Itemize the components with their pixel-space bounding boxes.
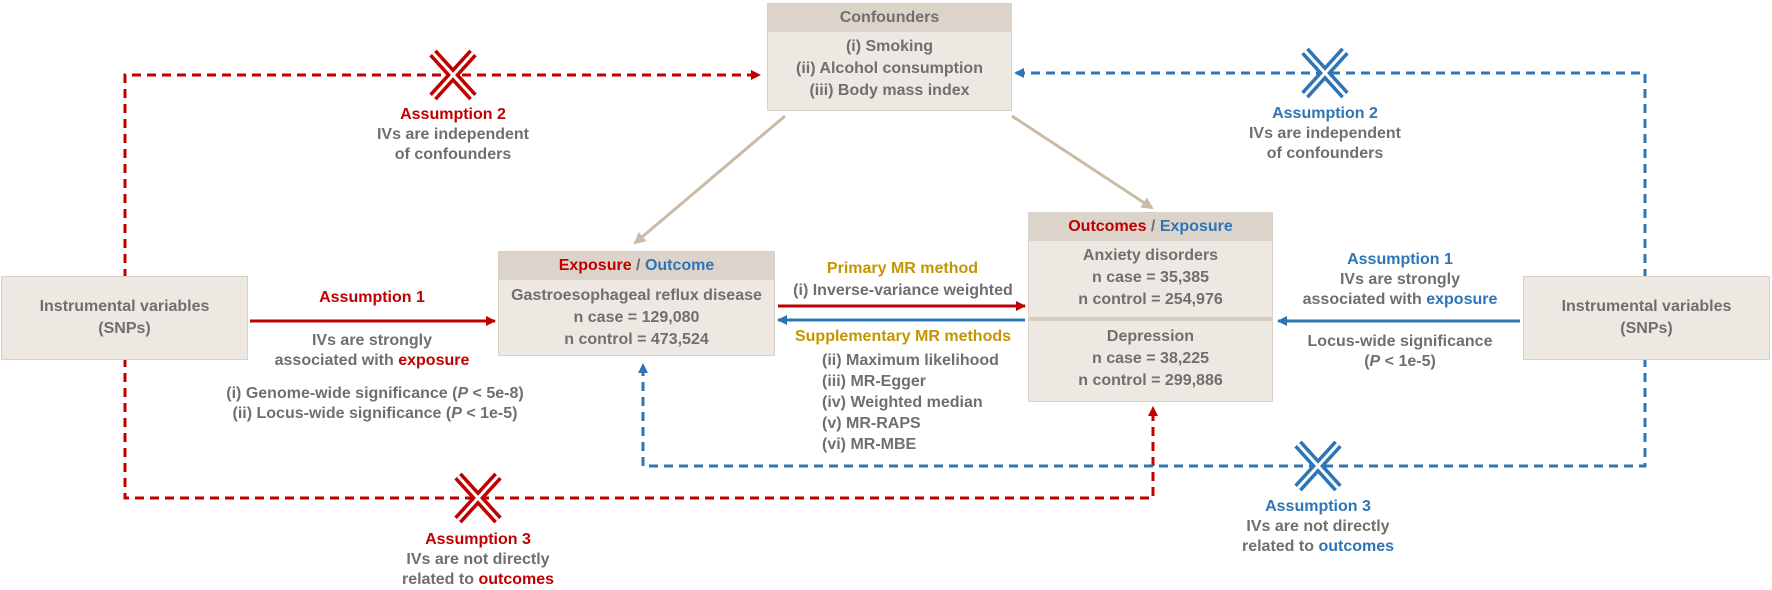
left-assumption2-cross-icon <box>429 49 477 101</box>
outcomes-divider <box>1029 317 1272 321</box>
method-item: (ii) Maximum likelihood <box>822 352 999 369</box>
left-assumption1-text: IVs are strongly associated with exposur… <box>240 331 504 371</box>
assumption-text: IVs are not directly <box>1246 518 1390 535</box>
method-heading: Supplementary MR methods <box>794 328 1012 345</box>
threshold-text: < 1e-5) <box>1380 353 1436 370</box>
assumption-text: IVs are independent <box>1248 125 1402 142</box>
p-symbol: P <box>1369 353 1381 370</box>
left-assumption3-path <box>123 358 1158 500</box>
outcomes-emphasis: outcomes <box>1318 538 1395 555</box>
exposure-emphasis: exposure <box>398 352 470 369</box>
left-assumption3-label: Assumption 3 IVs are not directly relate… <box>378 530 578 590</box>
exposure-box-title: Exposure / Outcome <box>499 252 774 280</box>
iv-right-box: Instrumental variables (SNPs) <box>1523 276 1770 360</box>
assumption-text: of confounders <box>394 146 512 163</box>
right-assumption3-path <box>638 358 1647 468</box>
assumption-text: IVs are not directly <box>406 551 550 568</box>
threshold-text: < 1e-5) <box>461 405 518 422</box>
anxiety-n-control: n control = 254,976 <box>1078 291 1223 308</box>
outcomes-box: Outcomes / Exposure Anxiety disorders n … <box>1028 212 1273 402</box>
exposure-n-control: n control = 473,524 <box>564 331 709 348</box>
threshold-text: (i) Genome-wide significance ( <box>226 385 458 402</box>
left-assumption2-label: Assumption 2 IVs are independent of conf… <box>353 105 553 165</box>
assumption-text: of confounders <box>1266 145 1384 162</box>
outcome-label: Outcome <box>644 257 715 274</box>
right-significance-threshold: Locus-wide significance (P < 1e-5) <box>1295 332 1505 372</box>
assumption-text: related to <box>401 571 479 588</box>
assumption-title: Assumption 2 <box>1272 105 1378 122</box>
anxiety-n-case: n case = 35,385 <box>1092 269 1209 286</box>
supplementary-methods-list: (ii) Maximum likelihood (iii) MR-Egger (… <box>822 350 1022 455</box>
method-heading: Primary MR method <box>826 260 979 277</box>
primary-method: (i) Inverse-variance weighted <box>778 281 1028 301</box>
outcomes-box-title: Outcomes / Exposure <box>1029 213 1272 241</box>
assumption-text: related to <box>1241 538 1319 555</box>
assumption-title: Assumption 3 <box>1265 498 1371 515</box>
confounder-item: (iii) Body mass index <box>809 82 970 99</box>
assumption-text: associated with <box>274 352 399 369</box>
threshold-text: Locus-wide significance <box>1307 333 1493 350</box>
threshold-text: (ii) Locus-wide significance ( <box>232 405 452 422</box>
exposure-label: Exposure <box>1159 218 1233 235</box>
assumption-text: IVs are strongly <box>311 332 433 349</box>
iv-left-label: Instrumental variables <box>39 298 210 315</box>
left-assumption3-cross-icon <box>454 472 502 524</box>
confounders-title: Confounders <box>768 4 1011 32</box>
right-assumption3-label: Assumption 3 IVs are not directly relate… <box>1218 497 1418 557</box>
depression-name: Depression <box>1106 328 1195 345</box>
method-item: (i) Inverse-variance weighted <box>793 282 1013 299</box>
depression-n-case: n case = 38,225 <box>1092 350 1209 367</box>
confounder-to-exposure-arrow <box>633 114 786 245</box>
p-symbol: P <box>457 385 469 402</box>
right-assumption3-cross-icon <box>1294 440 1342 492</box>
depression-n-control: n control = 299,886 <box>1078 372 1223 389</box>
exposure-name: Gastroesophageal reflux disease <box>511 287 762 304</box>
assumption-title: Assumption 3 <box>425 531 531 548</box>
iv-left-sublabel: (SNPs) <box>98 320 151 337</box>
exposure-emphasis: exposure <box>1426 291 1498 308</box>
right-assumption1-label: Assumption 1 IVs are strongly associated… <box>1295 250 1505 310</box>
left-assumption2-path <box>123 70 761 278</box>
confounder-item: (ii) Alcohol consumption <box>796 60 983 77</box>
outcomes-emphasis: outcomes <box>478 571 555 588</box>
left-significance-thresholds: (i) Genome-wide significance (P < 5e-8) … <box>200 384 550 424</box>
method-item: (v) MR-RAPS <box>822 415 921 432</box>
primary-method-title: Primary MR method <box>780 259 1025 279</box>
anxiety-section: Anxiety disorders n case = 35,385 n cont… <box>1029 241 1272 317</box>
right-assumption2-path <box>1014 68 1647 278</box>
exposure-label: Exposure <box>558 257 632 274</box>
iv-right-label: Instrumental variables <box>1561 298 1732 315</box>
threshold-text: < 5e-8) <box>468 385 524 402</box>
right-assumption2-cross-icon <box>1301 47 1349 99</box>
method-item: (iii) MR-Egger <box>822 373 926 390</box>
outcomes-label: Outcomes <box>1068 218 1147 235</box>
iv-right-sublabel: (SNPs) <box>1620 320 1673 337</box>
assumption-title: Assumption 1 <box>1347 251 1453 268</box>
assumption-text: IVs are independent <box>376 126 530 143</box>
p-symbol: P <box>451 405 462 422</box>
method-item: (iv) Weighted median <box>822 394 983 411</box>
title-separator: / <box>631 257 645 274</box>
method-item: (vi) MR-MBE <box>822 436 917 453</box>
assumption-text: IVs are strongly <box>1339 271 1461 288</box>
confounder-item: (i) Smoking <box>845 38 934 55</box>
assumption-title: Assumption 1 <box>319 289 425 306</box>
supplementary-method-title: Supplementary MR methods <box>778 327 1028 347</box>
assumption-text: associated with <box>1302 291 1427 308</box>
assumption-title: Assumption 2 <box>400 106 506 123</box>
anxiety-name: Anxiety disorders <box>1082 247 1219 264</box>
exposure-n-case: n case = 129,080 <box>573 309 700 326</box>
right-assumption2-label: Assumption 2 IVs are independent of conf… <box>1225 104 1425 164</box>
threshold-text: ( <box>1364 353 1370 370</box>
exposure-box: Exposure / Outcome Gastroesophageal refl… <box>498 251 775 356</box>
depression-section: Depression n case = 38,225 n control = 2… <box>1029 321 1272 392</box>
confounder-to-outcome-arrow <box>1011 114 1154 210</box>
confounders-box: Confounders (i) Smoking (ii) Alcohol con… <box>767 3 1012 111</box>
left-assumption1-title: Assumption 1 <box>272 288 472 308</box>
iv-left-box: Instrumental variables (SNPs) <box>1 276 248 360</box>
title-separator: / <box>1146 218 1160 235</box>
